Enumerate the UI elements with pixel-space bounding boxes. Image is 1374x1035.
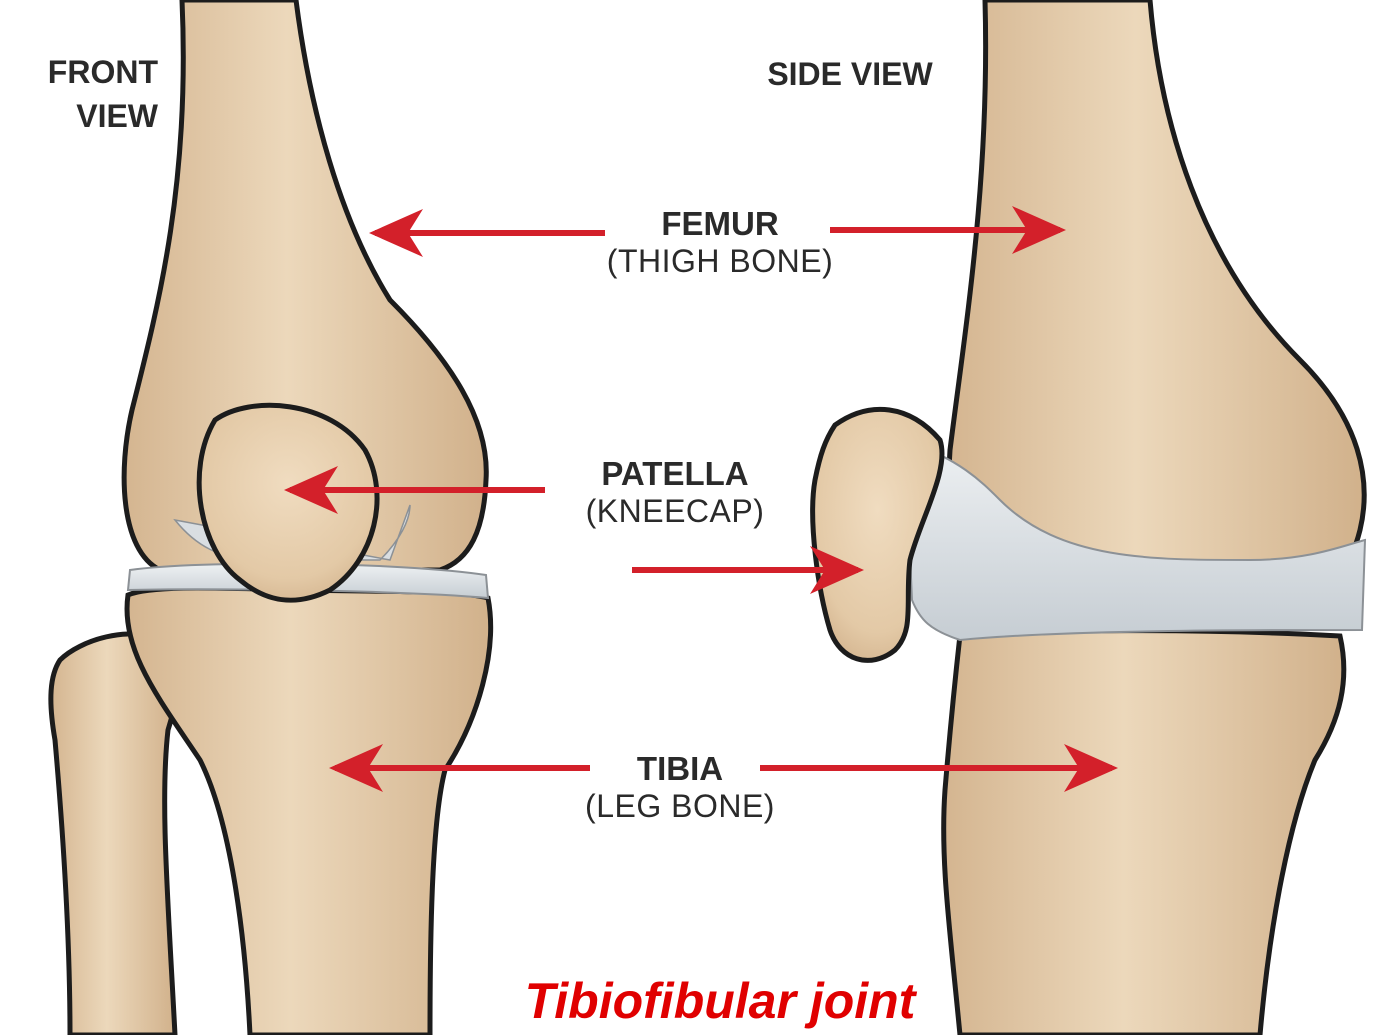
front-tibia bbox=[127, 588, 491, 1035]
caption: Tibiofibular joint bbox=[440, 972, 1000, 1030]
tibia-label: TIBIA (LEG BONE) bbox=[520, 750, 840, 825]
patella-label: PATELLA (KNEECAP) bbox=[520, 455, 830, 530]
side-view-knee bbox=[813, 0, 1365, 1035]
femur-name: FEMUR bbox=[560, 205, 880, 243]
front-view-line-2: VIEW bbox=[8, 94, 158, 138]
patella-name: PATELLA bbox=[520, 455, 830, 493]
front-view-line-1: FRONT bbox=[8, 50, 158, 94]
patella-sub: (KNEECAP) bbox=[520, 493, 830, 530]
side-view-heading: SIDE VIEW bbox=[730, 52, 970, 96]
femur-label: FEMUR (THIGH BONE) bbox=[560, 205, 880, 280]
tibia-sub: (LEG BONE) bbox=[520, 788, 840, 825]
front-view-heading: FRONT VIEW bbox=[8, 50, 158, 138]
front-view-knee bbox=[51, 0, 491, 1035]
femur-sub: (THIGH BONE) bbox=[560, 243, 880, 280]
tibia-name: TIBIA bbox=[520, 750, 840, 788]
side-tibia bbox=[944, 631, 1344, 1035]
